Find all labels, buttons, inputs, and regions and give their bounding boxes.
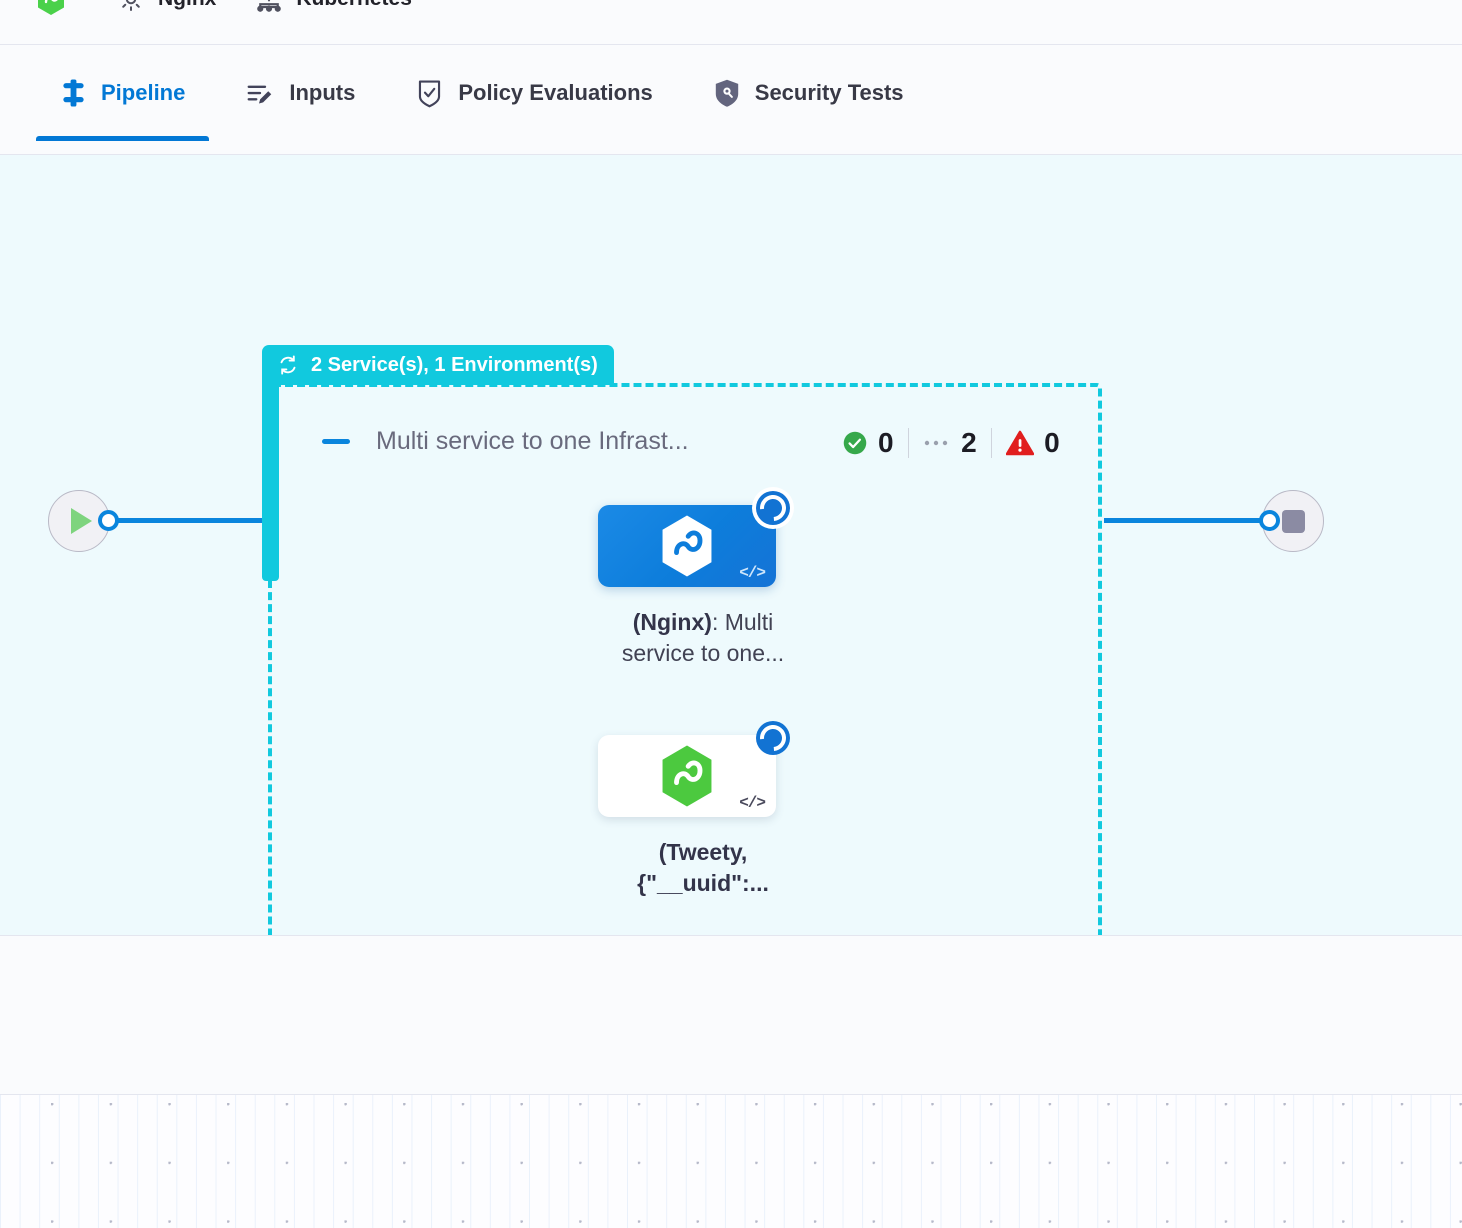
stage-status-counts: 0 2 0 (842, 427, 1074, 459)
group-badge-label: 2 Service(s), 1 Environment(s) (311, 353, 598, 376)
running-spinner-icon (756, 491, 790, 525)
check-circle-icon (842, 430, 868, 456)
execution-detail-panel: Multi service to one Infrastructures_0 S… (0, 935, 1462, 1095)
stat-divider (990, 428, 993, 458)
group-left-rail (262, 383, 279, 581)
stop-icon (1281, 509, 1305, 533)
stat-error[interactable]: 0 (992, 427, 1074, 459)
loop-rotate-icon (276, 353, 300, 377)
tab-security-tests-label: Security Tests (754, 80, 904, 105)
service-node-nginx-card[interactable]: </> (598, 491, 790, 587)
end-node-port[interactable] (1259, 510, 1280, 531)
tab-policy-evaluations[interactable]: Policy Evaluations (391, 45, 676, 141)
kubernetes-icon (254, 0, 284, 14)
stage-title: Multi service to one Infrast... (376, 427, 689, 455)
dots-skipped-icon (923, 437, 951, 449)
service-node-nginx-label: (Nginx): Multi service to one... (598, 607, 808, 670)
tab-security-tests[interactable]: Security Tests (689, 45, 928, 141)
service-node-nginx-code-badge: </> (739, 564, 766, 582)
harness-hexagon-green-icon (657, 743, 717, 809)
service-node-nginx[interactable]: </> (Nginx): Multi service to one... (598, 491, 808, 670)
group-badge[interactable]: 2 Service(s), 1 Environment(s) (262, 345, 614, 385)
gear-icon (116, 0, 146, 14)
service-node-nginx-label-name: (Nginx) (632, 609, 712, 635)
service-node-tweety-code-badge: </> (739, 794, 766, 812)
stat-success-value: 0 (878, 427, 894, 458)
breadcrumb: Nginx Kubernetes (36, 0, 450, 16)
service-node-tweety-label-name: (Tweety, {"__uuid":... (637, 839, 769, 897)
pipeline-canvas[interactable]: 2 Service(s), 1 Environment(s) Multi ser… (0, 155, 1462, 935)
service-node-tweety-card[interactable]: </> (598, 721, 790, 817)
stat-divider (907, 428, 910, 458)
inputs-icon (245, 78, 275, 108)
stat-skipped[interactable]: 2 (909, 427, 991, 459)
connector-start-to-group (116, 518, 264, 523)
pipeline-icon (60, 78, 87, 108)
tab-pipeline-label: Pipeline (101, 80, 186, 105)
breadcrumb-item-nginx-label: Nginx (158, 0, 216, 11)
tab-inputs[interactable]: Inputs (221, 45, 379, 141)
group-dashed-container (268, 383, 1102, 935)
stat-success[interactable]: 0 (842, 427, 908, 459)
tab-policy-evaluations-label: Policy Evaluations (458, 80, 653, 105)
breadcrumb-item-kubernetes[interactable]: Kubernetes (254, 0, 412, 14)
tab-bar: Pipeline Inputs Policy Evaluations (0, 45, 1462, 155)
stage-header[interactable]: Multi service to one Infrast... (322, 427, 689, 456)
service-node-tweety[interactable]: </> (Tweety, {"__uuid":... (598, 721, 808, 900)
tab-pipeline[interactable]: Pipeline (36, 45, 210, 141)
security-shield-icon (713, 78, 741, 109)
breadcrumb-item-service[interactable] (36, 0, 78, 16)
start-node-port[interactable] (98, 510, 119, 531)
service-node-nginx-label-rest: : Multi service to one... (621, 609, 785, 667)
breadcrumb-item-nginx[interactable]: Nginx (116, 0, 216, 14)
canvas-grid-background (0, 1095, 1462, 1228)
policy-shield-check-icon (415, 78, 444, 109)
service-hexagon-icon (36, 0, 66, 16)
breadcrumb-bar: Nginx Kubernetes (0, 0, 1462, 45)
running-spinner-icon (756, 721, 790, 755)
connector-group-to-end (1104, 518, 1262, 523)
play-icon (71, 508, 92, 534)
stat-skipped-value: 2 (961, 427, 977, 458)
harness-hexagon-white-icon (657, 513, 717, 579)
tab-inputs-label: Inputs (289, 80, 356, 105)
minus-collapse-icon[interactable] (322, 439, 350, 444)
breadcrumb-item-kubernetes-label: Kubernetes (296, 0, 412, 11)
service-node-tweety-label: (Tweety, {"__uuid":... (598, 837, 808, 900)
stat-error-value: 0 (1044, 427, 1060, 458)
warning-triangle-icon (1006, 430, 1035, 456)
